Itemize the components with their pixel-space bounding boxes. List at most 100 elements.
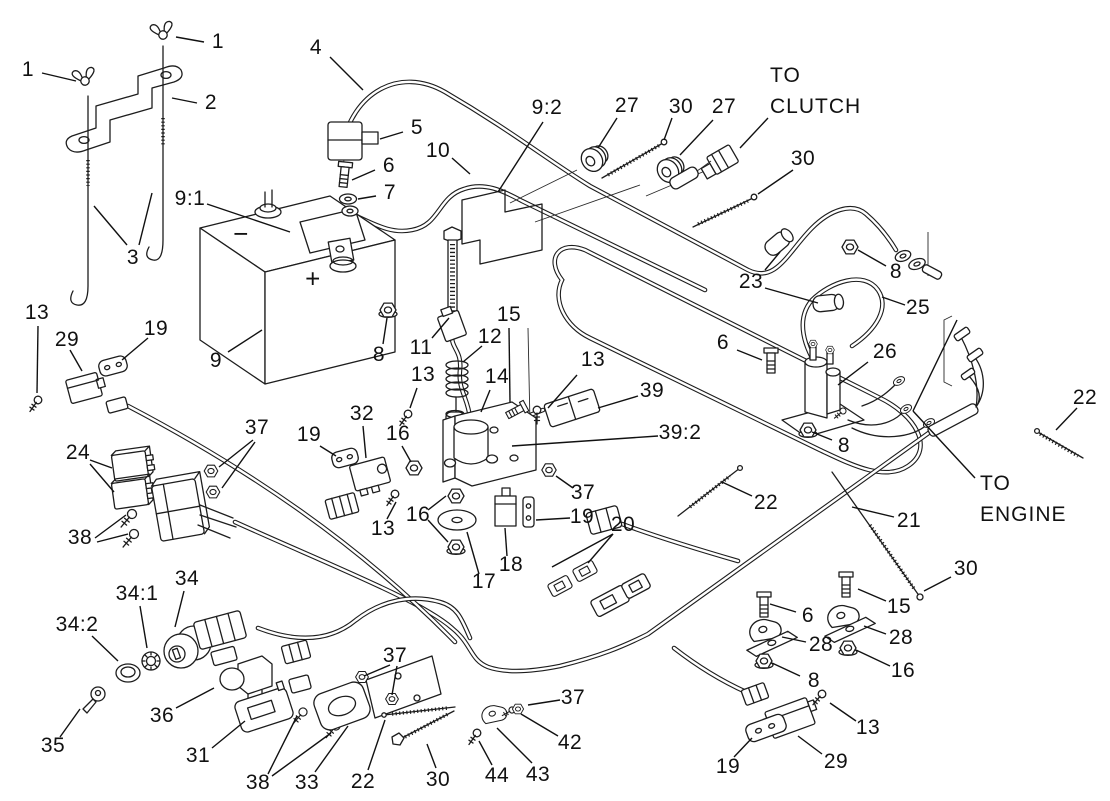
cable-core [553,246,922,474]
leader-line [367,719,386,771]
callout-label: 1 [211,30,225,53]
leader-line [391,665,398,696]
leader-line [96,533,129,543]
leader-line [769,603,797,613]
cable-tie-30b [692,193,758,228]
leader-line [497,121,544,193]
nut-37d [355,670,369,684]
leader-line [314,725,349,773]
to-clutch-line: TO [770,64,801,87]
leader-line [351,169,376,181]
callout-label: 29 [54,328,80,351]
callout-label: 1 [21,58,35,81]
battery-cable-4 [339,79,899,276]
callout-label: 13 [410,363,436,386]
callout-label: 8 [807,669,821,692]
connector-39-cable [619,521,741,564]
bracket-33 [365,655,442,719]
cable-core [620,522,740,563]
bolt-6c [763,347,779,374]
callout-label: 37 [560,686,586,709]
callout-label: 37 [244,416,270,439]
leader-line [466,531,480,575]
callout-label: 28 [808,633,834,656]
cable-tie-30a [601,138,668,179]
callout-label: 9:1 [174,187,206,210]
battery-terminal-clamp-9-1 [327,237,357,273]
leader-line [555,475,574,489]
battery-bracket-2 [65,65,183,153]
leader-line [451,157,471,175]
decal-9-2 [461,189,543,265]
callout-label: 30 [953,557,979,580]
interlock-wire [671,645,749,695]
callout-label: 38 [245,771,271,794]
callout-label: 6 [716,331,730,354]
ring-nut-34-2 [115,663,141,683]
callout-label: 16 [405,503,431,526]
callout-label: 6 [382,154,396,177]
leader-line [764,251,781,271]
leader-line [206,203,291,233]
cable-clamp-28L [746,615,798,658]
leader-line [797,735,823,755]
washer-7 [338,193,358,205]
leader-line [218,439,254,468]
tie-rod-22b [381,706,456,718]
callout-label: 39:2 [658,421,702,444]
bolt-30d [391,710,455,746]
star-washer-34-1 [141,651,161,671]
flange-nut-16 [446,539,466,556]
plate-19d [522,496,535,528]
callout-label: 15 [886,595,912,618]
callout-label: 17 [471,570,497,593]
wire-harness-21 [232,429,933,674]
leader-line [386,501,397,520]
leader-line [733,737,753,758]
j-bolt-right [146,45,165,261]
callout-label: 27 [711,95,737,118]
connector-block-24 [150,471,237,542]
leader-line [912,410,976,479]
leader-line [504,527,508,557]
leader-line [912,319,958,412]
terminal-stub [921,264,943,280]
ignition-switch-34 [163,610,247,669]
leader-line [764,287,819,304]
j-bolt-left [70,95,90,306]
callout-label: 9 [209,349,223,372]
leader-line [211,720,246,749]
callout-label: 30 [790,147,816,170]
leader-line [551,533,614,568]
callout-label: 8 [837,434,851,457]
callout-label: 34:2 [55,613,99,636]
module-33 [313,681,371,731]
callout-label: 2 [204,91,218,114]
bolt-6b [756,591,772,618]
connector-39b [585,505,623,535]
callout-label: 22 [350,770,376,793]
callout-label: 35 [40,734,66,757]
callout-label: 19 [569,505,595,528]
interlock-switch-29a [65,372,129,414]
callout-label: 12 [477,325,503,348]
callout-label: 32 [349,402,375,425]
alignment-lines [509,164,953,473]
callout-label: 25 [905,296,931,319]
leader-line [881,296,906,306]
callout-label: 13 [370,517,396,540]
callout-label: 38 [67,526,93,549]
nut-37e [385,692,399,706]
callout-label: 10 [425,139,451,162]
leader-line [679,119,714,156]
nut-37c [541,463,557,477]
to-engine-line: ENGINE [980,503,1067,526]
nut-8a [841,239,859,255]
leader-line [811,431,833,441]
leader-line [597,117,618,149]
leader-line [93,205,128,246]
callout-label: 19 [143,317,169,340]
